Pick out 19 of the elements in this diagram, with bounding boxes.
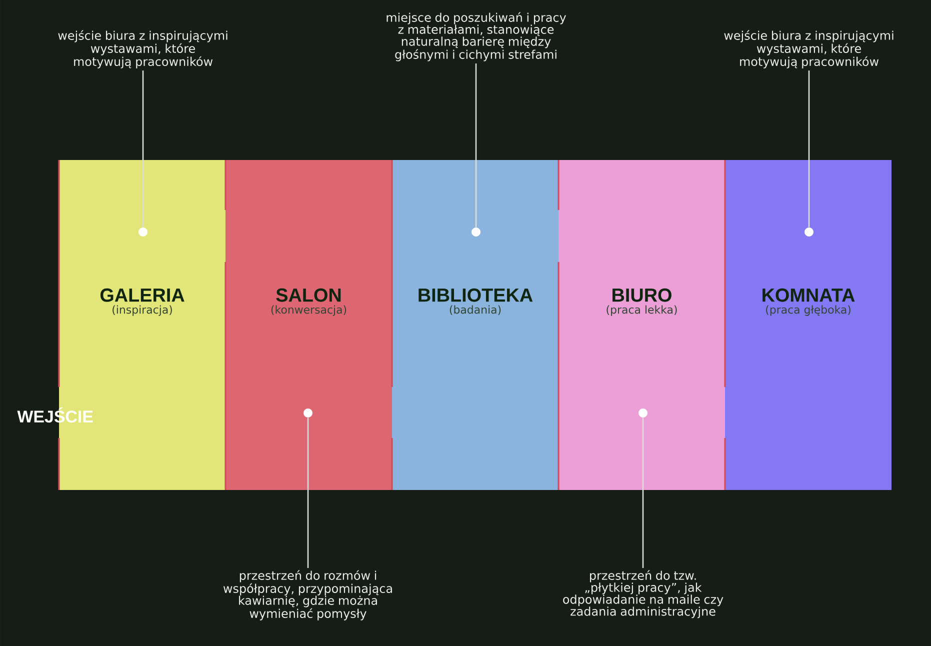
room-band: BIURO (praca lekka) (558, 160, 725, 490)
callout-text: wejście biura z inspirującymi wystawami, które motywują pracowników (724, 30, 894, 68)
callout-text: przestrzeń do rozmów i współpracy, przypominająca kawiarnię, gdzie można wymieniać pomysły (223, 570, 392, 620)
room-band: BIBLIOTEKA (badania) (392, 160, 558, 490)
marker-dot (304, 408, 312, 418)
leader-line (142, 70, 144, 228)
room-band: SALON (konwersacja) (226, 160, 392, 490)
marker-dot (472, 228, 480, 236)
marker-dot (138, 228, 148, 236)
callout-text: przestrzeń do tzw. „płytkiej pracy”, jak odpowiadanie na maile czy zadania administracyjne (563, 570, 724, 618)
leader-line (642, 418, 644, 568)
callout-text: wejście biura z inspirującymi wystawami, które motywują pracowników (58, 30, 228, 68)
leader-line (307, 418, 309, 568)
marker-dot (638, 408, 648, 418)
callout-text: miejsce do poszukiwań i pracy z materiałami, stanowiące naturalną barierę między głośnymi i cichymi strefami (386, 12, 566, 62)
room-band: KOMNATA (praca głęboka) (725, 160, 892, 490)
leader-line (808, 70, 810, 228)
leader-line (475, 63, 477, 228)
marker-dot (804, 228, 814, 236)
